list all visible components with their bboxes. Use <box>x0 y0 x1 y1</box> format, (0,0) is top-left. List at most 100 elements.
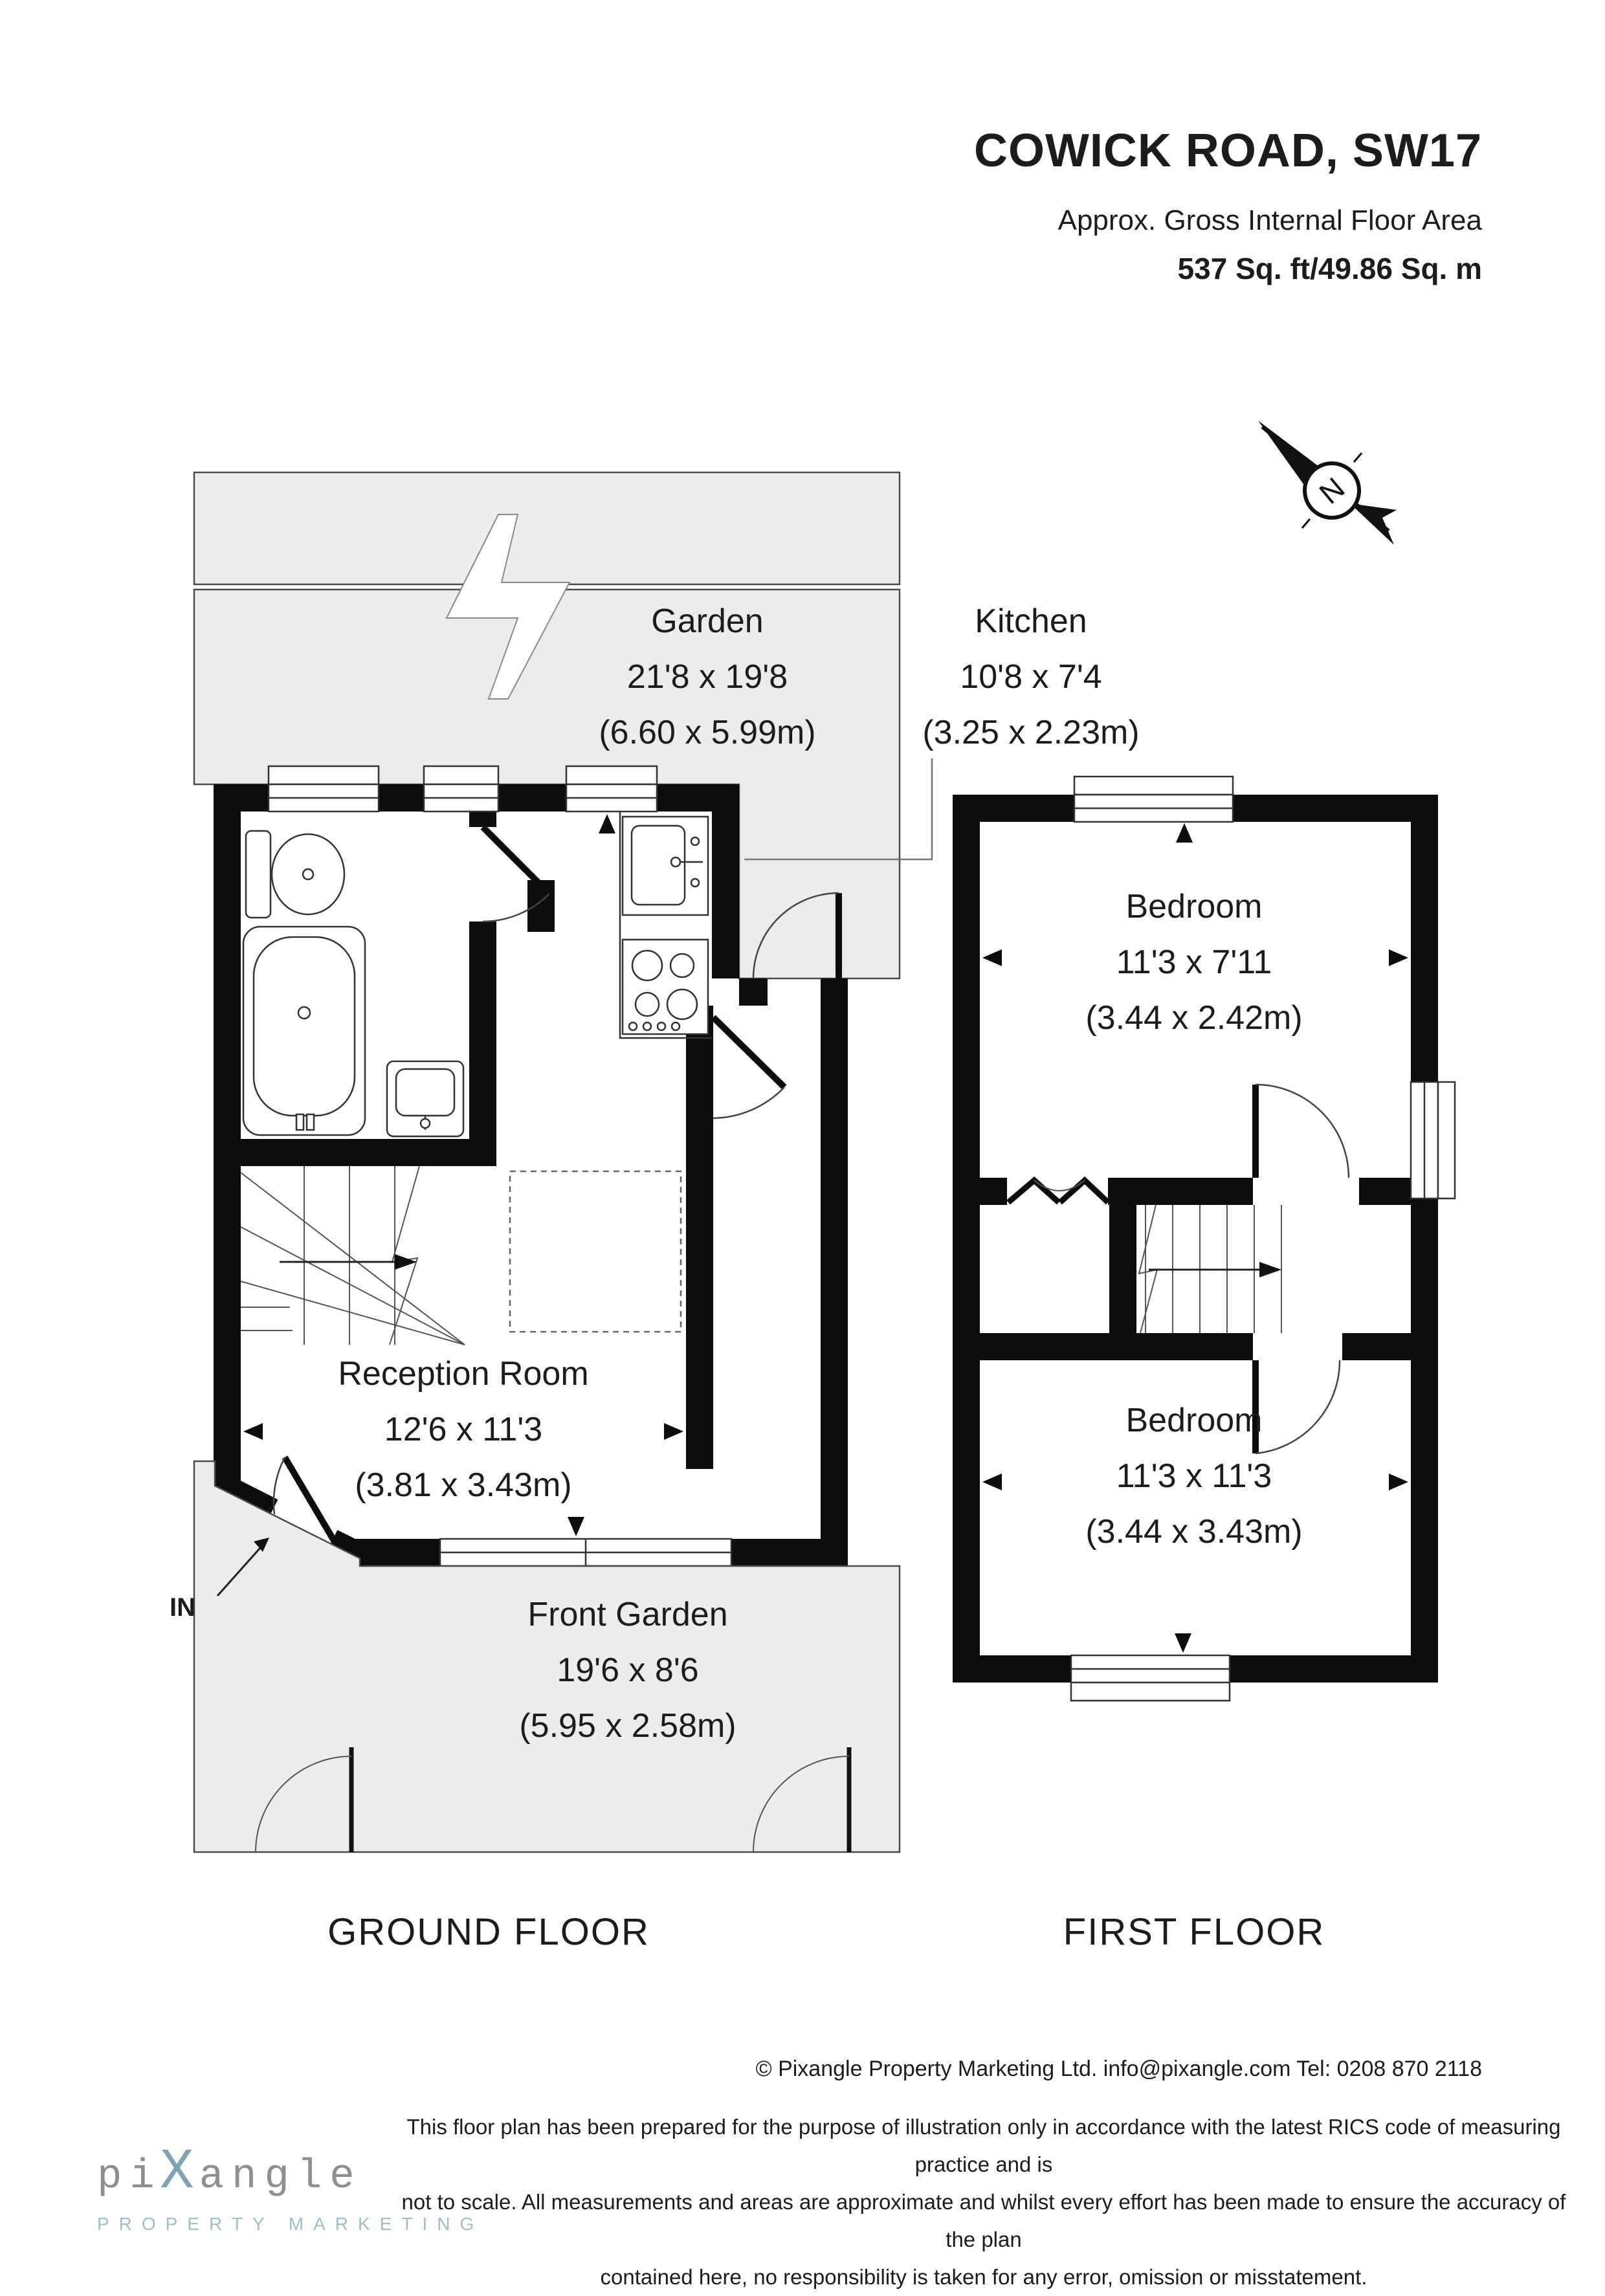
front-garden-shape <box>193 1460 901 1853</box>
room-label-kitchen: Kitchen 10'8 x 7'4 (3.25 x 2.23m) <box>922 593 1139 760</box>
room-size-metric: (3.44 x 3.43m) <box>1085 1513 1303 1551</box>
arrow-right-icon <box>664 1423 683 1440</box>
first-floor-plan <box>953 775 1456 1702</box>
arrow-up-icon <box>1176 823 1193 843</box>
room-size-imperial: 11'3 x 11'3 <box>1116 1457 1272 1495</box>
wall-bed2-top-a <box>953 1333 1253 1360</box>
arrow-down-icon <box>1175 1633 1191 1653</box>
hob <box>621 938 709 1035</box>
room-name: Front Garden <box>527 1596 728 1633</box>
garden-break-line <box>445 514 571 700</box>
garden-strip <box>193 471 901 586</box>
logo-x: x <box>159 2141 202 2205</box>
room-size-imperial: 11'3 x 7'11 <box>1116 944 1272 981</box>
first-floor-walls <box>953 795 1438 1683</box>
hall-window <box>423 765 500 813</box>
room-name: Garden <box>651 602 764 640</box>
disclaimer-line: not to scale. All measurements and areas… <box>401 2190 1566 2251</box>
arrow-left-icon <box>982 1474 1002 1490</box>
wall-bed1-floor-c <box>1359 1178 1411 1205</box>
ground-floor-stairs <box>240 1165 465 1345</box>
wall-right-lower <box>821 978 848 1566</box>
wall-hall-divider <box>686 1006 713 1469</box>
ground-floor-measure-arrows <box>243 814 683 1536</box>
kitchen-window <box>565 765 658 813</box>
first-floor-doors <box>1006 1083 1350 1455</box>
wall-right <box>1411 795 1438 1683</box>
wall-closet-right <box>1109 1205 1136 1333</box>
arrow-right-icon <box>1389 949 1408 966</box>
bedroom2-door <box>1252 1360 1341 1455</box>
bedroom2-window <box>1070 1654 1231 1702</box>
wall-left <box>214 784 241 1491</box>
room-size-imperial: 19'6 x 8'6 <box>557 1651 699 1689</box>
room-size-metric: (5.95 x 2.58m) <box>519 1707 736 1745</box>
first-floor-measure-arrows <box>982 823 1408 1653</box>
ground-floor-caption: GROUND FLOOR <box>327 1911 650 1953</box>
front-garden-area <box>193 1460 901 1853</box>
wall-bathroom-bottom <box>214 1139 496 1166</box>
bedroom1-door <box>1252 1083 1350 1178</box>
floor-area-subtitle: Approx. Gross Internal Floor Area <box>1057 204 1482 236</box>
compass-needle <box>1258 421 1322 484</box>
room-size-imperial: 21'8 x 19'8 <box>626 658 788 696</box>
logo-part2: angle <box>199 2154 362 2200</box>
bedroom1-window <box>1073 775 1234 823</box>
kitchen-leader-line <box>744 758 933 861</box>
room-label-reception: Reception Room 12'6 x 11'3 (3.81 x 3.43m… <box>338 1346 588 1513</box>
room-label-bedroom-1: Bedroom 11'3 x 7'11 (3.44 x 2.42m) <box>1085 879 1302 1046</box>
room-size-metric: (6.60 x 5.99m) <box>599 714 816 751</box>
arrow-left-icon <box>243 1423 263 1440</box>
basin <box>386 1060 465 1138</box>
stair-direction-arrow-icon <box>1259 1262 1281 1277</box>
wall-entrance-diagonal-upper <box>217 1475 278 1524</box>
stair-direction-arrow-icon <box>395 1254 417 1270</box>
room-label-front-garden: Front Garden 19'6 x 8'6 (5.95 x 2.58m) <box>519 1587 736 1754</box>
ground-floor-doors <box>272 824 842 1545</box>
room-label-garden: Garden 21'8 x 19'8 (6.60 x 5.99m) <box>599 593 815 760</box>
gate-swing <box>753 1756 850 1853</box>
arrow-down-icon <box>568 1517 584 1536</box>
logo-part1: pi <box>97 2154 162 2200</box>
wall-step-left <box>739 978 768 1006</box>
kitchen-fixtures <box>619 811 712 1039</box>
entrance-in-arrow <box>216 1538 269 1596</box>
wall-bathroom-right <box>469 922 496 1139</box>
logo-tagline: PROPERTY MARKETING <box>97 2214 484 2234</box>
room-size-imperial: 10'8 x 7'4 <box>960 658 1102 696</box>
first-floor-caption: FIRST FLOOR <box>1063 1911 1325 1953</box>
floor-area-value: 537 Sq. ft/49.86 Sq. m <box>1177 252 1482 285</box>
entrance-label: IN <box>170 1593 195 1622</box>
compass-icon: N <box>1258 421 1397 545</box>
room-name: Reception Room <box>338 1355 589 1393</box>
first-floor-stairs <box>1138 1204 1282 1334</box>
disclaimer-line: contained here, no responsibility is tak… <box>600 2265 1367 2289</box>
room-size-imperial: 12'6 x 11'3 <box>384 1411 543 1448</box>
wall-entrance-diagonal-lower <box>325 1530 373 1572</box>
disclaimer-line: This floor plan has been prepared for th… <box>406 2115 1561 2176</box>
room-name: Kitchen <box>975 602 1087 640</box>
copyright-line: © Pixangle Property Marketing Ltd. info@… <box>755 2057 1482 2081</box>
entrance-door <box>272 1455 338 1545</box>
kitchen-counter <box>619 811 712 1039</box>
header: COWICK ROAD, SW17 Approx. Gross Internal… <box>974 124 1482 286</box>
bathtub <box>242 925 366 1136</box>
stair-break-line <box>1138 1204 1158 1334</box>
compass-dial <box>1303 461 1361 520</box>
front-gates <box>255 1747 852 1853</box>
closet-bifold-door <box>1006 1176 1111 1205</box>
page-title: COWICK ROAD, SW17 <box>973 125 1482 177</box>
wall-bed1-floor-b <box>1108 1178 1253 1205</box>
back-door <box>752 892 842 979</box>
pixangle-logo: pixangle PROPERTY MARKETING <box>97 2141 511 2235</box>
garden-area <box>193 471 901 980</box>
wall-left <box>953 795 980 1683</box>
room-size-metric: (3.25 x 2.23m) <box>922 714 1140 751</box>
first-floor-windows <box>1070 775 1456 1702</box>
room-label-bedroom-2: Bedroom 11'3 x 11'3 (3.44 x 3.43m) <box>1085 1393 1302 1560</box>
arrow-up-icon <box>599 814 615 833</box>
room-name: Bedroom <box>1125 888 1263 925</box>
arrow-left-icon <box>982 949 1002 966</box>
